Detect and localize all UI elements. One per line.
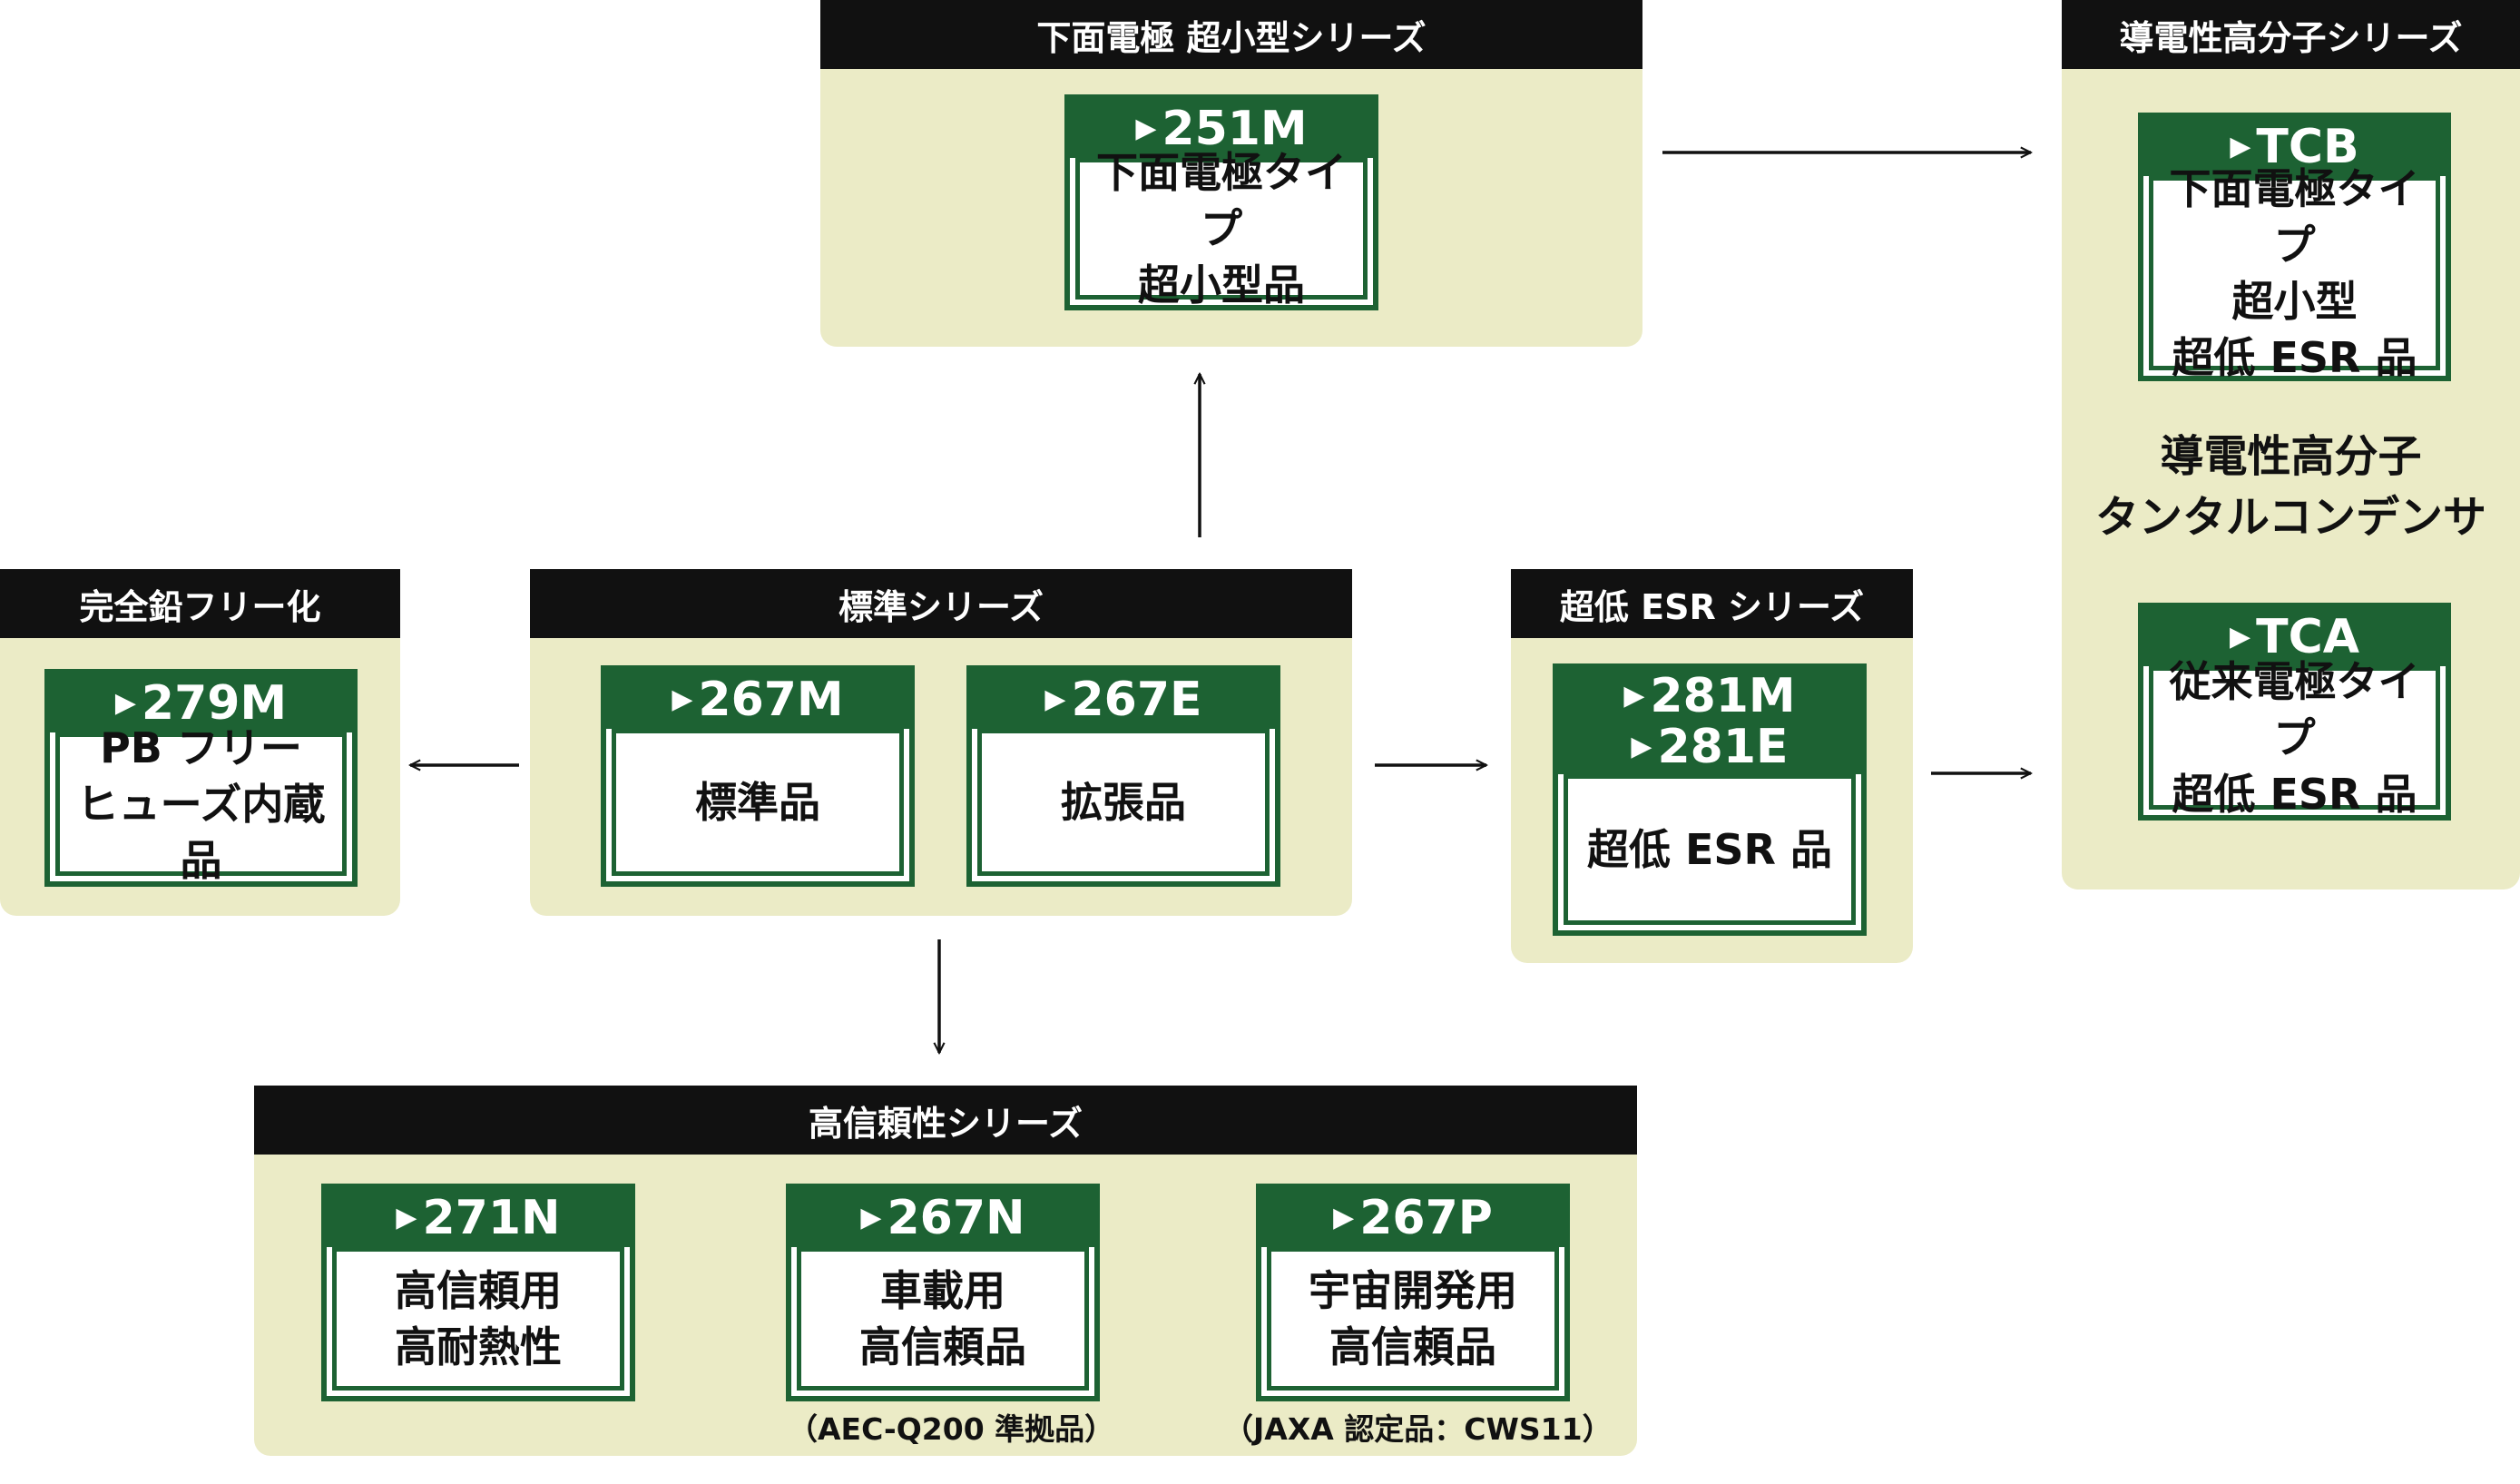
series-title: 超低 ESR シリーズ (1511, 569, 1913, 638)
product-note-jaxa: （JAXA 認定品：CWS11） (1223, 1411, 1613, 1447)
play-triangle-icon: ▶ (1333, 1202, 1355, 1233)
product-279m[interactable]: ▶ 279M PB フリー ヒューズ内蔵品 (44, 669, 358, 887)
product-tcb[interactable]: ▶ TCB 下面電極タイプ 超小型 超低 ESR 品 (2138, 113, 2451, 382)
product-267m[interactable]: ▶ 267M 標準品 (601, 665, 915, 887)
play-triangle-icon: ▶ (1623, 680, 1645, 712)
series-high-reliability: 高信頼性シリーズ ▶ 271N 高信頼用 高耐熱性 ▶ 267N 車載用 高信頼… (254, 1086, 1637, 1456)
series-lead-free: 完全鉛フリー化 ▶ 279M PB フリー ヒューズ内蔵品 (0, 569, 400, 916)
product-description: 下面電極タイプ 超小型品 (1075, 148, 1368, 310)
series-conductive-polymer: 導電性高分子シリーズ ▶ TCB 下面電極タイプ 超小型 超低 ESR 品 導電… (2062, 0, 2520, 889)
play-triangle-icon: ▶ (114, 687, 136, 719)
play-triangle-icon: ▶ (1135, 113, 1157, 144)
product-251m[interactable]: ▶ 251M 下面電極タイプ 超小型品 (1064, 94, 1378, 310)
product-description: 超低 ESR 品 (1564, 774, 1856, 925)
product-code: ▶ 267N (791, 1189, 1094, 1247)
product-267p[interactable]: ▶ 267P 宇宙開発用 高信頼品 (1256, 1184, 1570, 1401)
product-code: ▶ TCA (2143, 608, 2446, 666)
play-triangle-icon: ▶ (2230, 131, 2251, 162)
product-code: ▶ TCB (2143, 118, 2446, 176)
product-271n[interactable]: ▶ 271N 高信頼用 高耐熱性 (321, 1184, 635, 1401)
product-description: 標準品 (612, 729, 904, 876)
product-code: ▶ 281M ▶ 281E (1558, 669, 1861, 774)
series-title: 標準シリーズ (530, 569, 1352, 638)
play-triangle-icon: ▶ (672, 683, 693, 715)
series-standard: 標準シリーズ ▶ 267M 標準品 ▶ 267E 拡張品 (530, 569, 1352, 916)
series-title: 完全鉛フリー化 (0, 569, 400, 638)
play-triangle-icon: ▶ (1631, 731, 1652, 762)
product-267n[interactable]: ▶ 267N 車載用 高信頼品 (786, 1184, 1100, 1401)
play-triangle-icon: ▶ (2230, 621, 2251, 653)
product-description: 宇宙開発用 高信頼品 (1267, 1247, 1559, 1391)
product-code: ▶ 267M (606, 671, 909, 729)
product-note-aec-q200: （AEC-Q200 準拠品） (788, 1411, 1115, 1447)
product-code: ▶ 279M (50, 674, 352, 732)
series-low-esr: 超低 ESR シリーズ ▶ 281M ▶ 281E 超低 ESR 品 (1511, 569, 1913, 963)
product-description: 車載用 高信頼品 (797, 1247, 1089, 1391)
series-title: 下面電極 超小型シリーズ (820, 0, 1642, 69)
series-title: 高信頼性シリーズ (254, 1086, 1637, 1155)
series-bottom-electrode: 下面電極 超小型シリーズ ▶ 251M 下面電極タイプ 超小型品 (820, 0, 1642, 347)
series-title: 導電性高分子シリーズ (2062, 0, 2520, 69)
product-code: ▶ 267P (1261, 1189, 1564, 1247)
product-code: ▶ 251M (1070, 100, 1373, 158)
product-description: 従来電極タイプ 超低 ESR 品 (2149, 657, 2440, 819)
play-triangle-icon: ▶ (1044, 683, 1066, 715)
product-267e[interactable]: ▶ 267E 拡張品 (966, 665, 1280, 887)
play-triangle-icon: ▶ (860, 1202, 882, 1233)
product-description: 高信頼用 高耐熱性 (332, 1247, 624, 1391)
product-description: 拡張品 (977, 729, 1270, 876)
product-description: 下面電極タイプ 超小型 超低 ESR 品 (2149, 164, 2440, 382)
series-description: 導電性高分子 タンタルコンデンサ (2094, 431, 2487, 544)
product-281m-281e[interactable]: ▶ 281M ▶ 281E 超低 ESR 品 (1553, 663, 1867, 936)
product-description: PB フリー ヒューズ内蔵品 (55, 723, 347, 885)
product-code: ▶ 271N (327, 1189, 630, 1247)
product-code: ▶ 267E (972, 671, 1275, 729)
play-triangle-icon: ▶ (396, 1202, 417, 1233)
product-tca[interactable]: ▶ TCA 従来電極タイプ 超低 ESR 品 (2138, 603, 2451, 821)
